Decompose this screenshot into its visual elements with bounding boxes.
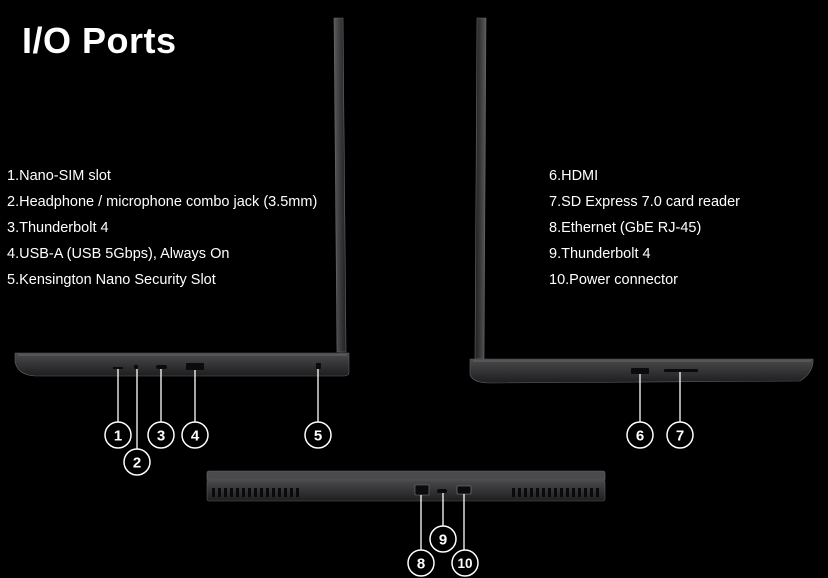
- port-label-2: 2.Headphone / microphone combo jack (3.5…: [7, 194, 318, 210]
- port-label-9: 9.Thunderbolt 4: [549, 246, 651, 262]
- usb-a-port: [186, 363, 204, 370]
- port-label-6: 6.HDMI: [549, 168, 599, 184]
- callout-9: 9: [429, 525, 457, 553]
- svg-text:6: 6: [636, 428, 644, 445]
- right-side-view: [469, 17, 814, 384]
- port-label-5: 5.Kensington Nano Security Slot: [7, 272, 216, 288]
- audio-jack: [133, 364, 139, 370]
- callout-8: 8: [407, 549, 435, 577]
- svg-text:7: 7: [676, 428, 684, 445]
- svg-text:1: 1: [114, 428, 122, 445]
- svg-text:8: 8: [417, 556, 425, 573]
- svg-text:4: 4: [191, 428, 200, 445]
- port-label-8: 8.Ethernet (GbE RJ-45): [549, 220, 702, 236]
- callout-2: 2: [123, 448, 151, 476]
- sd-card-slot: [664, 369, 698, 372]
- port-label-10: 10.Power connector: [549, 272, 678, 288]
- svg-text:2: 2: [133, 455, 141, 472]
- svg-text:10: 10: [457, 556, 472, 571]
- callout-7: 7: [666, 421, 694, 449]
- left-side-view: [14, 17, 350, 377]
- left-side-port-list: 1.Nano-SIM slot 2.Headphone / microphone…: [7, 163, 317, 293]
- thunderbolt-port-left: [156, 365, 167, 369]
- callout-4: 4: [181, 421, 209, 449]
- callout-5: 5: [304, 421, 332, 449]
- power-connector: [456, 485, 472, 495]
- thunderbolt-port-rear: [437, 489, 447, 493]
- port-label-4: 4.USB-A (USB 5Gbps), Always On: [7, 246, 230, 262]
- port-label-7: 7.SD Express 7.0 card reader: [549, 194, 741, 210]
- callout-6: 6: [626, 421, 654, 449]
- callout-3: 3: [147, 421, 175, 449]
- callout-1: 1: [104, 421, 132, 449]
- ethernet-port: [414, 484, 430, 496]
- right-side-port-list: 6.HDMI 7.SD Express 7.0 card reader 8.Et…: [549, 163, 740, 293]
- nano-sim-slot: [113, 367, 123, 369]
- callout-leaders: [117, 369, 681, 550]
- svg-text:3: 3: [157, 428, 165, 445]
- kensington-slot: [316, 363, 321, 369]
- rear-view: [206, 470, 606, 502]
- page-title: I/O Ports: [22, 20, 177, 61]
- svg-text:5: 5: [314, 428, 322, 445]
- port-label-3: 3.Thunderbolt 4: [7, 220, 109, 236]
- svg-text:9: 9: [439, 532, 447, 549]
- port-label-1: 1.Nano-SIM slot: [7, 168, 111, 184]
- hdmi-port: [631, 368, 649, 374]
- callout-10: 10: [451, 549, 479, 577]
